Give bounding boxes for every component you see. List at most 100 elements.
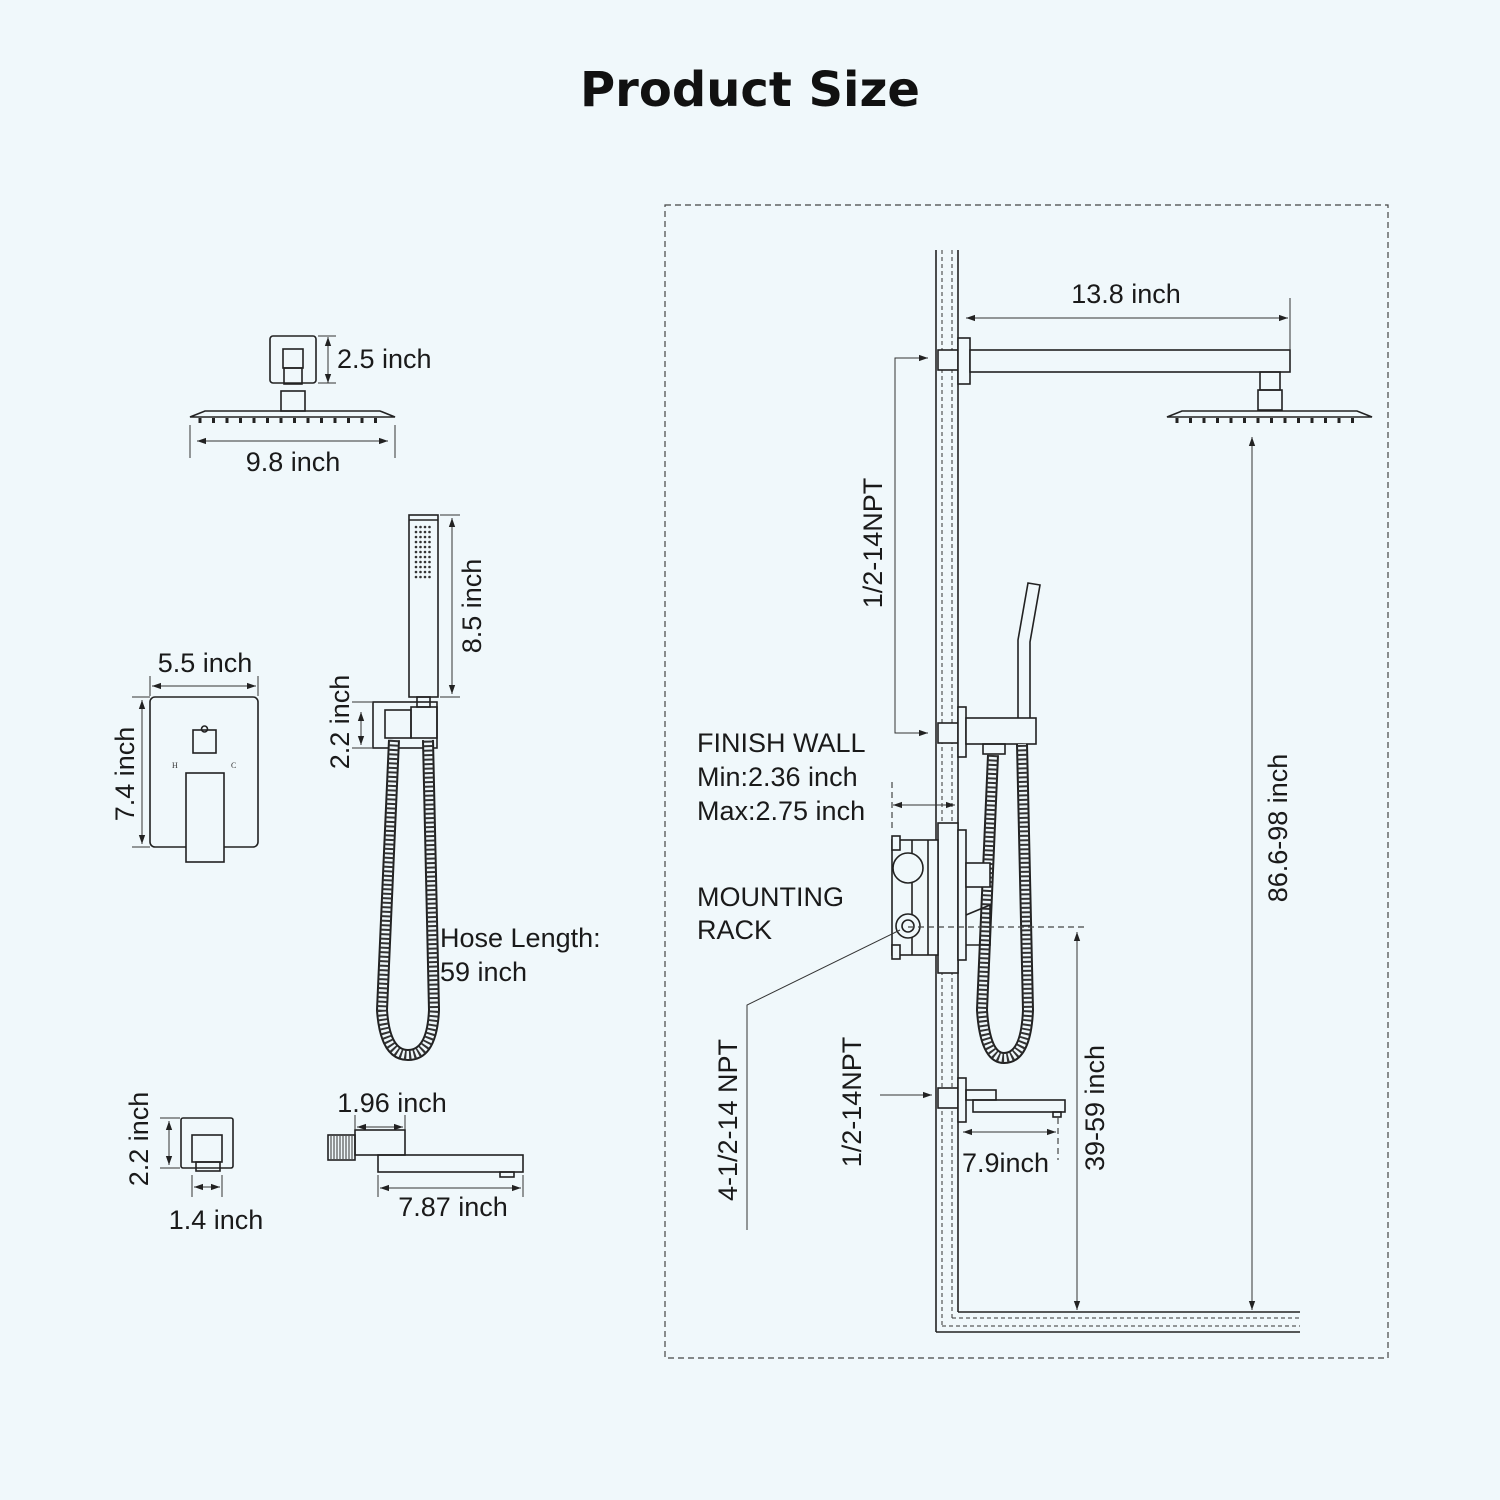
nozzle-icon (320, 418, 323, 423)
spray-hole (414, 555, 418, 559)
spray-hole (423, 550, 427, 554)
hose-length-label: Hose Length: (440, 923, 601, 953)
nozzle-icon (225, 418, 229, 423)
finish-wall-min: Min:2.36 inch (697, 762, 858, 792)
nozzle-icon (1324, 418, 1327, 423)
shower-head-flange-dimension: 2.5 inch (337, 344, 432, 374)
arm-length-dimension: 13.8 inch (1071, 279, 1181, 309)
spray-hole (428, 535, 431, 539)
spray-hole (419, 570, 422, 574)
hand-shower-length-dimension: 8.5 inch (457, 559, 487, 654)
nozzle-icon (279, 418, 283, 423)
spray-hole (428, 555, 431, 559)
spray-hole (428, 540, 431, 544)
shower-head-drawing (189, 335, 396, 458)
valve-height-dimension: 39-59 inch (1080, 1045, 1110, 1171)
spray-hole (419, 540, 422, 544)
spray-hole (423, 525, 427, 529)
nozzle-icon (1337, 418, 1341, 423)
spray-hole (419, 525, 422, 529)
nozzle-icon (252, 418, 256, 423)
nozzle-icon (1202, 418, 1206, 423)
spray-hole (423, 535, 427, 539)
valve-trim-drawing (132, 676, 259, 863)
spray-hole (414, 525, 418, 529)
finish-wall-title: FINISH WALL (697, 728, 866, 758)
arm-thread-label: 1/2-14NPT (858, 478, 888, 609)
nozzle-icon (1229, 418, 1233, 423)
hand-shower-drawing (352, 514, 460, 1062)
nozzle-icon (1283, 418, 1287, 423)
nozzle-icon (198, 418, 202, 423)
nozzle-icon (1297, 418, 1300, 423)
spray-hole (419, 545, 422, 549)
nozzle-icon (1310, 418, 1314, 423)
nozzle-icon (239, 418, 242, 423)
spray-hole (419, 530, 422, 534)
spray-hole (423, 575, 427, 579)
installation-frame (664, 204, 1389, 1359)
spray-hole (428, 575, 431, 579)
spray-hole (414, 540, 418, 544)
spray-hole (414, 535, 418, 539)
spray-hole (414, 550, 418, 554)
nozzle-icon (1189, 418, 1192, 423)
nozzle-icon (347, 418, 350, 423)
spray-hole (414, 530, 418, 534)
spray-hole (414, 560, 418, 564)
spray-hole (423, 545, 427, 549)
installation-drawing (746, 250, 1373, 1333)
nozzle-icon (1243, 418, 1246, 423)
spray-hole (414, 575, 418, 579)
spray-hole (414, 565, 418, 569)
spray-hole (428, 545, 431, 549)
spray-hole (423, 560, 427, 564)
spray-hole (423, 570, 427, 574)
spout-reach-dimension: 7.9inch (962, 1148, 1049, 1178)
spray-hole (423, 565, 427, 569)
wall-outlet-height-dimension: 2.2 inch (124, 1092, 154, 1187)
page-title: Product Size (580, 62, 920, 118)
mounting-rack-label-line2: RACK (697, 915, 772, 945)
spray-hole (423, 540, 427, 544)
hot-label: H (172, 761, 178, 770)
nozzle-icon (1256, 418, 1260, 423)
valve-trim-width-dimension: 5.5 inch (158, 648, 253, 678)
spray-hole (419, 565, 422, 569)
spray-hole (419, 560, 422, 564)
tub-spout-drawing (327, 1115, 524, 1197)
spray-hole (428, 530, 431, 534)
spout-thread-label: 1/2-14NPT (837, 1037, 867, 1168)
nozzle-icon (266, 418, 269, 423)
shower-head-width-dimension: 9.8 inch (246, 447, 341, 477)
spray-hole (428, 525, 431, 529)
wall-outlet-drawing (160, 1117, 234, 1197)
nozzle-icon (1175, 418, 1179, 423)
wall-outlet-width-dimension: 1.4 inch (169, 1205, 264, 1235)
spray-hole (423, 530, 427, 534)
valve-thread-label: 4-1/2-14 NPT (713, 1039, 743, 1201)
nozzle-icon (293, 418, 296, 423)
nozzle-icon (212, 418, 215, 423)
spray-hole (419, 550, 422, 554)
nozzle-icon (360, 418, 364, 423)
holder-height-dimension: 2.2 inch (325, 675, 355, 770)
spray-hole (428, 560, 431, 564)
nozzle-icon (374, 418, 377, 423)
spray-hole (428, 550, 431, 554)
head-height-dimension: 86.6-98 inch (1263, 754, 1293, 903)
nozzle-icon (1351, 418, 1354, 423)
nozzle-icon (1270, 418, 1273, 423)
cold-label: C (231, 761, 236, 770)
spray-hole (414, 570, 418, 574)
spray-hole (419, 555, 422, 559)
spray-hole (428, 570, 431, 574)
valve-trim-height-dimension: 7.4 inch (110, 727, 140, 822)
spray-hole (423, 555, 427, 559)
spray-hole (419, 535, 422, 539)
spout-connector-dimension: 1.96 inch (337, 1088, 447, 1118)
finish-wall-max: Max:2.75 inch (697, 796, 865, 826)
spout-length-dimension: 7.87 inch (398, 1192, 508, 1222)
spray-hole (414, 545, 418, 549)
